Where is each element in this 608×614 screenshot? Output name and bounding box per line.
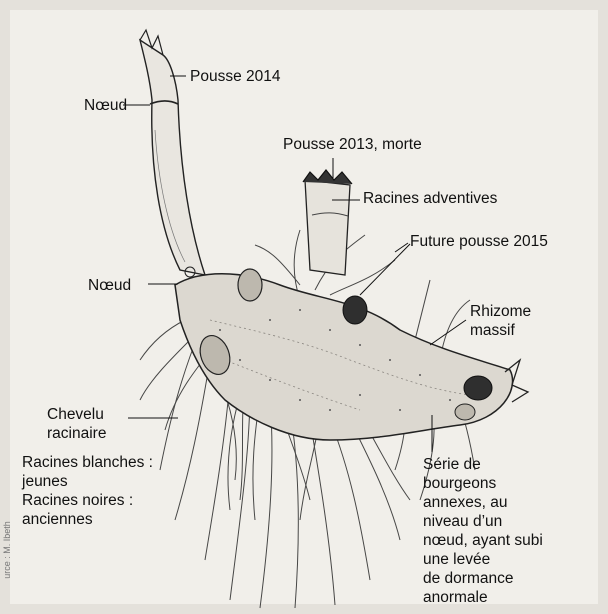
label-chevelu-racinaire: Chevelu racinaire — [47, 405, 106, 443]
image-credit: urce : M. Ibeth — [2, 521, 12, 579]
serie-line: anormale — [423, 588, 543, 607]
label-noeud-mid: Nœud — [88, 276, 131, 295]
label-rhizome-massif: Rhizome massif — [470, 302, 531, 340]
serie-line: de dormance — [423, 569, 543, 588]
label-racines-noires-line1: Racines noires : — [22, 491, 153, 510]
label-racines-blanches-line1: Racines blanches : — [22, 453, 153, 472]
serie-line: niveau d’un — [423, 512, 543, 531]
serie-line: une levée — [423, 550, 543, 569]
label-rhizome-line1: Rhizome — [470, 302, 531, 321]
serie-line: bourgeons — [423, 474, 543, 493]
label-rhizome-line2: massif — [470, 321, 531, 340]
label-future-pousse: Future pousse 2015 — [410, 232, 548, 251]
label-serie-bourgeons: Série de bourgeons annexes, au niveau d’… — [423, 455, 543, 607]
label-chevelu-line2: racinaire — [47, 424, 106, 443]
label-racines-noires-line2: anciennes — [22, 510, 153, 529]
serie-line: Série de — [423, 455, 543, 474]
label-racines-adventives: Racines adventives — [363, 189, 497, 208]
serie-line: annexes, au — [423, 493, 543, 512]
rhizome-body — [175, 267, 528, 440]
serie-line: nœud, ayant subi — [423, 531, 543, 550]
label-racines-blanches-line2: jeunes — [22, 472, 153, 491]
label-racines-blanches-noires: Racines blanches : jeunes Racines noires… — [22, 453, 153, 529]
label-pousse-2013: Pousse 2013, morte — [283, 135, 422, 154]
label-noeud-top: Nœud — [84, 96, 127, 115]
label-pousse-2014: Pousse 2014 — [190, 67, 281, 86]
shoot-2013 — [303, 170, 352, 275]
label-chevelu-line1: Chevelu — [47, 405, 106, 424]
